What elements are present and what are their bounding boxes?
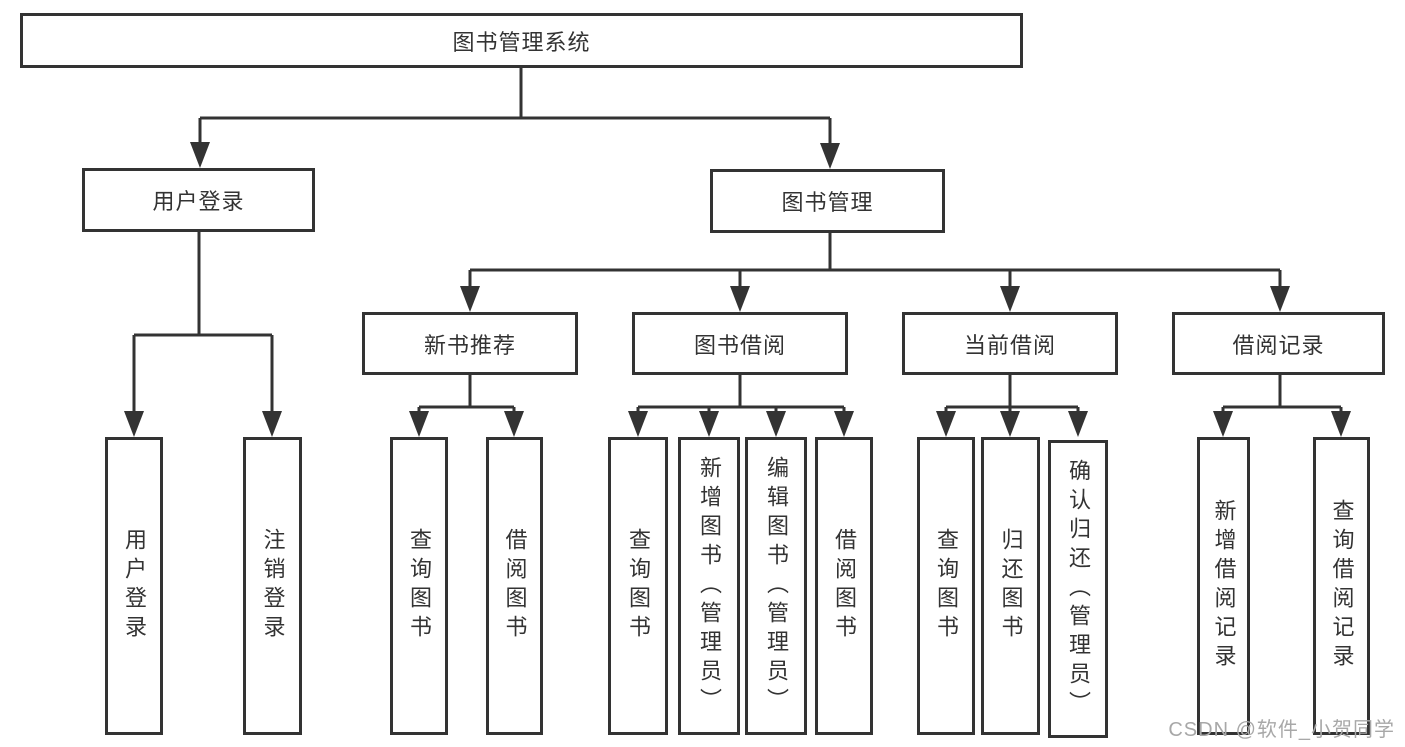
- leaf-logout: 注销登录: [243, 437, 302, 735]
- leaf-query-book-current: 查询图书: [917, 437, 975, 735]
- node-book-management-branch: 图书管理: [710, 169, 945, 233]
- node-new-book-recommend-label: 新书推荐: [423, 332, 516, 358]
- leaf-confirm-return-admin-label: 确认归还（管理员）: [1066, 458, 1091, 720]
- leaf-query-book-current-label: 查询图书: [934, 528, 959, 644]
- node-borrowing-records: 借阅记录: [1172, 312, 1385, 375]
- leaf-query-book-borrowing: 查询图书: [608, 437, 668, 735]
- leaf-edit-book-admin: 编辑图书（管理员）: [745, 437, 807, 735]
- leaf-query-book-recommend: 查询图书: [390, 437, 448, 735]
- csdn-watermark: CSDN @软件_小贺同学: [1168, 719, 1395, 741]
- node-root-system: 图书管理系统: [20, 13, 1023, 68]
- node-user-login-branch-label: 用户登录: [152, 189, 245, 214]
- leaf-user-login-label: 用户登录: [122, 528, 147, 644]
- node-root-system-label: 图书管理系统: [452, 29, 591, 55]
- node-book-borrowing: 图书借阅: [632, 312, 848, 375]
- leaf-borrow-book-recommend-label: 借阅图书: [502, 528, 528, 644]
- leaf-add-borrow-record: 新增借阅记录: [1197, 437, 1250, 735]
- leaf-borrow-book-recommend: 借阅图书: [486, 437, 543, 735]
- leaf-query-borrow-record-label: 查询借阅记录: [1329, 499, 1355, 673]
- leaf-query-book-borrowing-label: 查询图书: [626, 528, 651, 644]
- node-user-login-branch: 用户登录: [82, 168, 315, 232]
- node-current-borrowing-label: 当前借阅: [963, 332, 1056, 358]
- leaf-add-borrow-record-label: 新增借阅记录: [1211, 499, 1237, 673]
- leaf-edit-book-admin-label: 编辑图书（管理员）: [764, 455, 789, 717]
- node-new-book-recommend: 新书推荐: [362, 312, 578, 375]
- leaf-return-book: 归还图书: [981, 437, 1040, 735]
- leaf-add-book-admin: 新增图书（管理员）: [678, 437, 740, 735]
- leaf-query-borrow-record: 查询借阅记录: [1313, 437, 1370, 735]
- node-current-borrowing: 当前借阅: [902, 312, 1118, 375]
- leaf-logout-label: 注销登录: [260, 528, 286, 644]
- leaf-query-book-recommend-label: 查询图书: [407, 528, 432, 644]
- leaf-borrow-book-borrowing-label: 借阅图书: [832, 528, 857, 644]
- node-book-borrowing-label: 图书借阅: [693, 332, 786, 358]
- node-borrowing-records-label: 借阅记录: [1232, 332, 1325, 358]
- leaf-add-book-admin-label: 新增图书（管理员）: [697, 455, 722, 717]
- leaf-return-book-label: 归还图书: [998, 528, 1024, 644]
- leaf-user-login: 用户登录: [105, 437, 163, 735]
- leaf-borrow-book-borrowing: 借阅图书: [815, 437, 873, 735]
- node-book-management-branch-label: 图书管理: [781, 190, 874, 215]
- leaf-confirm-return-admin: 确认归还（管理员）: [1048, 440, 1108, 738]
